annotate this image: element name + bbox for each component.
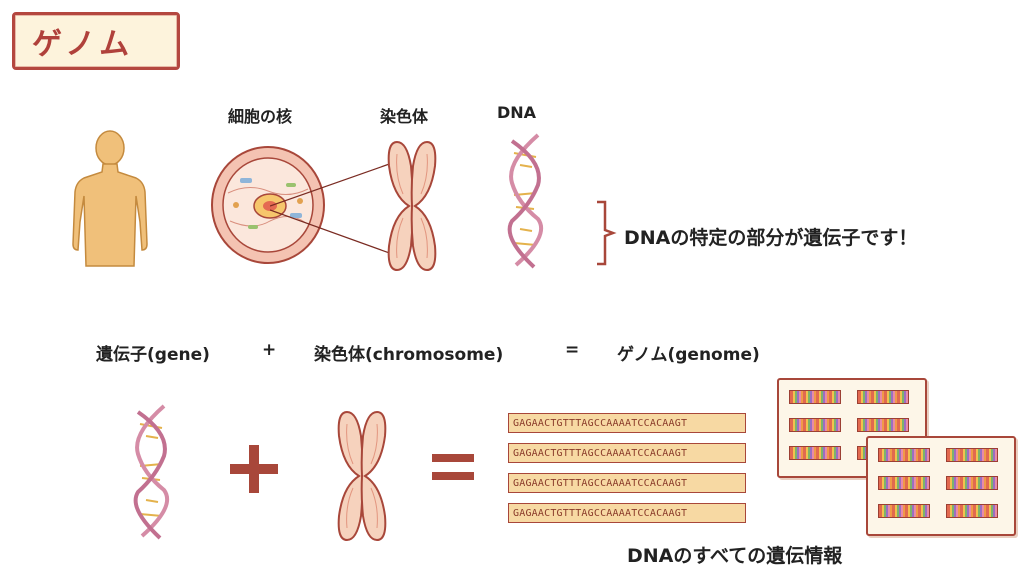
equation-gene: 遺伝子(gene) <box>96 345 210 365</box>
dna-sequence-strip: GAGAACTGTTTAGCCAAAATCCACAAGT <box>508 503 746 523</box>
dna-helix-icon <box>133 404 170 540</box>
label-nucleus: 細胞の核 <box>228 107 293 126</box>
dna-sequence-strip: GAGAACTGTTTAGCCAAAATCCACAAGT <box>508 443 746 463</box>
equals-sign-icon <box>432 454 474 480</box>
label-chromosome: 染色体 <box>380 107 429 126</box>
bottom-caption: DNAのすべての遺伝情報 <box>627 545 843 567</box>
equation-plus: + <box>262 340 277 360</box>
equation-equals: = <box>565 340 580 360</box>
genome-sheet-icon <box>866 436 1016 536</box>
dna-helix-icon <box>507 133 544 269</box>
label-dna: DNA <box>497 103 537 122</box>
zoom-lines <box>270 161 396 256</box>
human-figure-icon <box>72 130 148 267</box>
title-box <box>12 12 180 70</box>
page-title: ゲノム <box>32 27 134 62</box>
plus-sign-icon <box>230 445 278 493</box>
gene-note: DNAの特定の部分が遺伝子です！ <box>624 227 918 249</box>
dna-sequence-strip: GAGAACTGTTTAGCCAAAATCCACAAGT <box>508 413 746 433</box>
chromosome-icon <box>387 140 437 272</box>
dna-sequence-strip: GAGAACTGTTTAGCCAAAATCCACAAGT <box>508 473 746 493</box>
bracket-icon <box>597 200 617 266</box>
equation-chromosome: 染色体(chromosome) <box>314 345 504 365</box>
chromosome-icon <box>337 410 387 542</box>
equation-genome: ゲノム(genome) <box>617 345 760 365</box>
